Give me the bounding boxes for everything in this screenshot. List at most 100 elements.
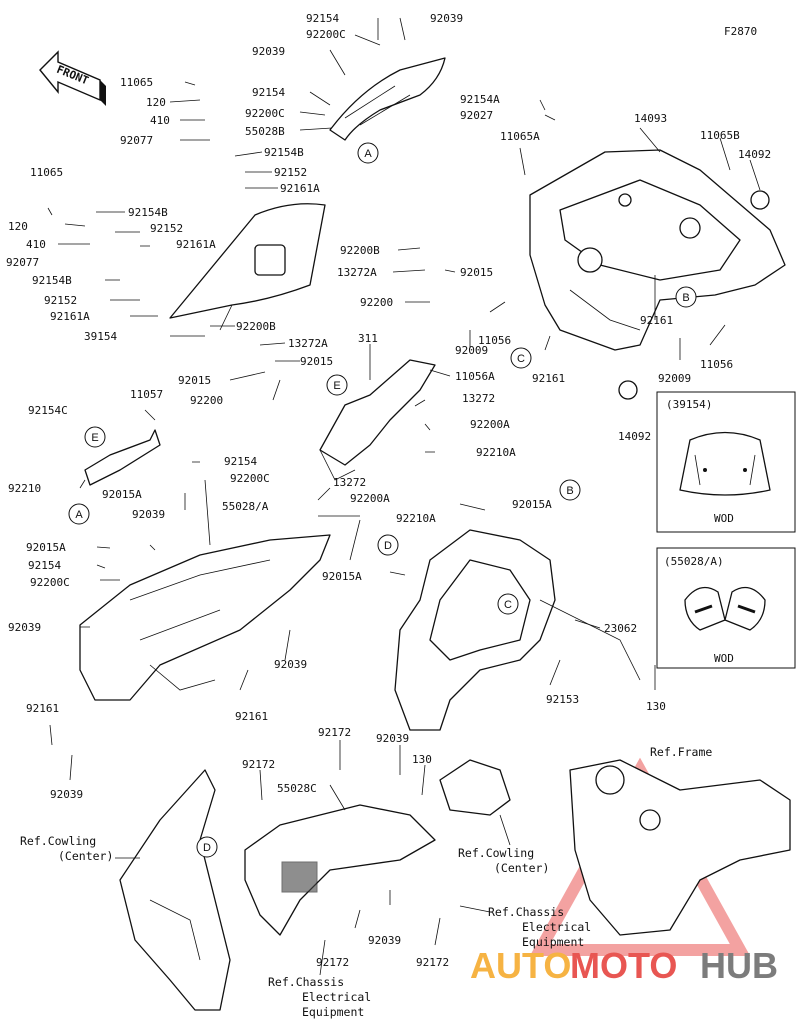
callout-d-lower: D (196, 836, 218, 858)
callout-c-top: C (510, 347, 532, 369)
label-l21: 92077 (6, 256, 39, 269)
label-l13: 92152 (274, 166, 307, 179)
label-l79: 92172 (242, 758, 275, 771)
label-l16: 120 (8, 220, 28, 233)
label-l24: 92161A (50, 310, 90, 323)
callout-b-top: B (675, 286, 697, 308)
ref-chassis-right-3: Equipment (522, 935, 584, 949)
label-l57: 92200C (230, 472, 270, 485)
label-l68: 92015A (322, 570, 362, 583)
ref-cowling-center-left-sub: (Center) (58, 849, 113, 863)
label-l56: 92154 (224, 455, 257, 468)
label-l53: 92154C (28, 404, 68, 417)
inset-39154-title: (39154) (666, 398, 712, 411)
svg-text:E: E (91, 432, 98, 444)
part-55028a-cowling (79, 534, 331, 701)
label-l05: 92154 (252, 86, 285, 99)
label-l77: 92172 (318, 726, 351, 739)
callout-a-top: A (357, 142, 379, 164)
label-l36: 14092 (738, 148, 771, 161)
svg-text:D: D (203, 842, 211, 854)
watermark-hub: HUB (700, 945, 778, 986)
label-l72: 23062 (604, 622, 637, 635)
label-l33: 11065A (500, 130, 540, 143)
label-l49: 11056A (455, 370, 495, 383)
label-l78: 92039 (376, 732, 409, 745)
callout-b-lower: B (559, 479, 581, 501)
label-l34: 14093 (634, 112, 667, 125)
label-l14: 92161A (280, 182, 320, 195)
label-l52: 92210A (476, 446, 516, 459)
label-l44: 92161 (640, 314, 673, 327)
inset-39154-footer: WOD (714, 512, 734, 525)
part-11057-bracket (84, 429, 161, 486)
label-l58: 92015A (102, 488, 142, 501)
label-l08: 11065 (120, 76, 153, 89)
label-l70: 92039 (274, 658, 307, 671)
label-l69: 92039 (8, 621, 41, 634)
label-l62: 92200A (350, 492, 390, 505)
label-l60: 92039 (132, 508, 165, 521)
label-l41: 11056 (478, 334, 511, 347)
label-l63: 92210A (396, 512, 436, 525)
inset-55028a: (55028/A) WOD (656, 547, 796, 669)
part-labels: 92154 92039 92200C 92039 92154 92200C 55… (6, 12, 771, 969)
watermark-auto: AUTO (470, 945, 571, 986)
callout-a-lower: A (68, 503, 90, 525)
label-l32: 92027 (460, 109, 493, 122)
label-l18: 92152 (150, 222, 183, 235)
svg-text:A: A (364, 148, 372, 160)
ref-cowling-center-right-sub: (Center) (494, 861, 549, 875)
label-l23: 92152 (44, 294, 77, 307)
label-l07: 55028B (245, 125, 285, 138)
label-l71: 92161 (235, 710, 268, 723)
inset-55028a-footer: WOD (714, 652, 734, 665)
label-l30: 92200 (190, 394, 223, 407)
callout-e-upper: E (326, 374, 348, 396)
label-l39: 92015 (460, 266, 493, 279)
label-l48: 311 (358, 332, 378, 345)
inset-39154: (39154) WOD (656, 391, 796, 533)
label-l25: 39154 (84, 330, 117, 343)
label-l43: 92161 (532, 372, 565, 385)
label-l22: 92154B (32, 274, 72, 287)
label-l15: 11065 (30, 166, 63, 179)
label-l35: 11065B (700, 129, 740, 142)
label-l84: 92172 (416, 956, 449, 969)
label-l37: 92200B (340, 244, 380, 257)
ref-chassis-right-2: Electrical (522, 920, 591, 934)
label-l82: 92039 (368, 934, 401, 947)
label-l83: 92172 (316, 956, 349, 969)
label-l76: 92039 (50, 788, 83, 801)
label-l67: 92200C (30, 576, 70, 589)
label-l11: 92077 (120, 134, 153, 147)
part-11056a-bracket (319, 359, 436, 481)
label-l04: 92039 (252, 45, 285, 58)
label-l55: 92210 (8, 482, 41, 495)
label-l47: 14092 (618, 430, 651, 443)
leader-lines (47, 17, 761, 976)
label-l17: 92154B (128, 206, 168, 219)
label-l31: 92154A (460, 93, 500, 106)
label-l59: 55028/A (222, 500, 269, 513)
label-l61: 13272 (333, 476, 366, 489)
label-l51: 92200A (470, 418, 510, 431)
label-l54: 11057 (130, 388, 163, 401)
label-l40: 92200 (360, 296, 393, 309)
label-l81: 55028C (277, 782, 317, 795)
label-l06: 92200C (245, 107, 285, 120)
callout-c-lower: C (497, 593, 519, 615)
svg-text:C: C (504, 599, 512, 611)
callout-d-upper: D (377, 534, 399, 556)
label-l01: 92154 (306, 12, 339, 25)
part-14093-meter-cover (529, 149, 786, 351)
label-l80: 130 (412, 753, 432, 766)
label-l38: 13272A (337, 266, 377, 279)
ref-chassis-left-1: Ref.Chassis (268, 975, 344, 989)
part-23062-stay (394, 529, 641, 731)
part-55028c-cover (244, 804, 436, 936)
label-l66: 92154 (28, 559, 61, 572)
grommet-14092-top (750, 190, 770, 210)
part-cowling-center-left (119, 769, 231, 1011)
